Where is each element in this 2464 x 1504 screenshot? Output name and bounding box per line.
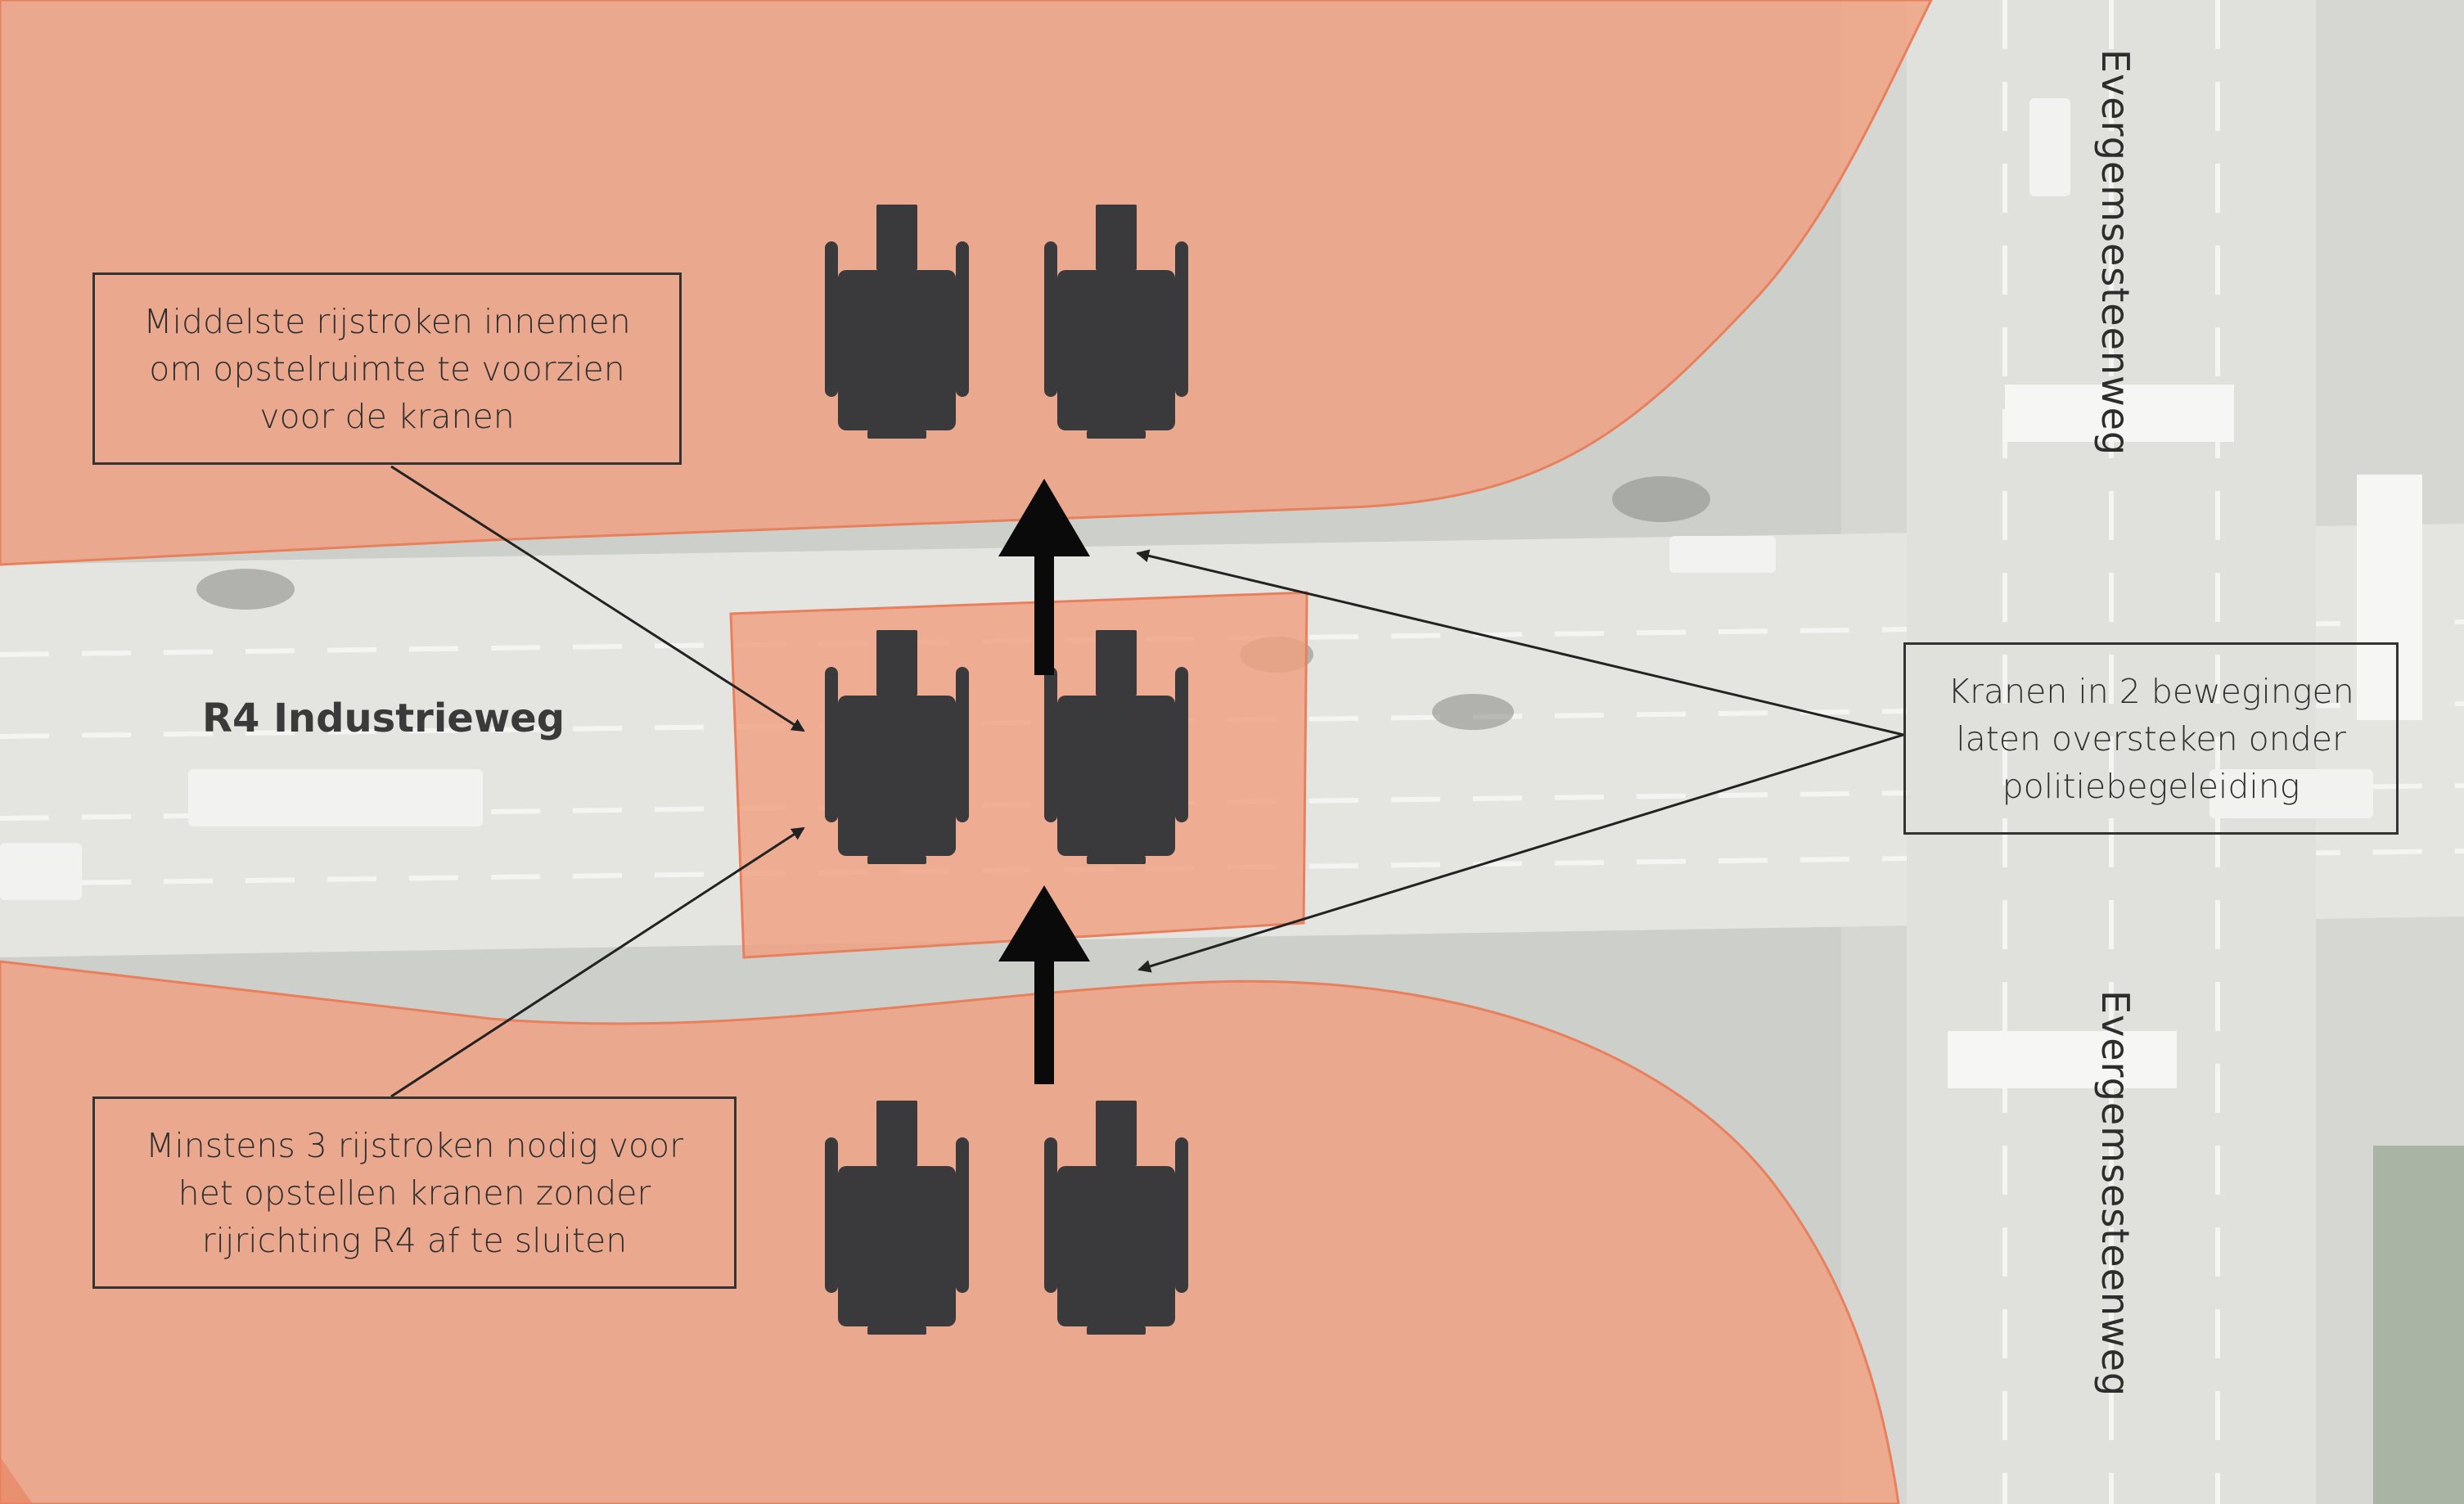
road-label-evergemsesteenweg-south: Evergemsesteenweg <box>2093 990 2137 1398</box>
crosswalks <box>1948 385 2422 1088</box>
zone-corner <box>0 1457 33 1504</box>
green-area <box>2373 1146 2464 1504</box>
callout-police-escort: Kranen in 2 bewegingen laten oversteken … <box>1903 642 2399 835</box>
crane-icon <box>1044 205 1188 439</box>
crane-icon <box>1044 1101 1188 1335</box>
callout-middle-lanes: Middelste rijstroken innemen om opstelru… <box>92 272 682 465</box>
road-label-r4: R4 Industrieweg <box>202 696 565 741</box>
arrow-up-icon <box>998 885 1090 1084</box>
arrow-up-icon <box>998 479 1090 675</box>
lane-markings-vertical <box>2002 0 2220 1504</box>
crane-icon <box>825 630 969 864</box>
callout-three-lanes-text: Minstens 3 rijstroken nodig voor het ops… <box>146 1125 683 1260</box>
crane-icon <box>825 205 969 439</box>
callout-middle-lanes-text: Middelste rijstroken innemen om opstelru… <box>143 301 631 436</box>
zone-middle <box>729 591 1309 959</box>
callout-three-lanes: Minstens 3 rijstroken nodig voor het ops… <box>92 1096 736 1289</box>
leader-lines <box>390 465 1904 1098</box>
crane-icon <box>1044 630 1188 864</box>
crane-icon <box>825 1101 969 1335</box>
road-label-evergemsesteenweg-north: Evergemsesteenweg <box>2093 49 2137 457</box>
callout-police-escort-text: Kranen in 2 bewegingen laten oversteken … <box>1948 671 2354 806</box>
vehicles <box>0 98 2373 900</box>
cranes-group <box>825 205 1188 1335</box>
